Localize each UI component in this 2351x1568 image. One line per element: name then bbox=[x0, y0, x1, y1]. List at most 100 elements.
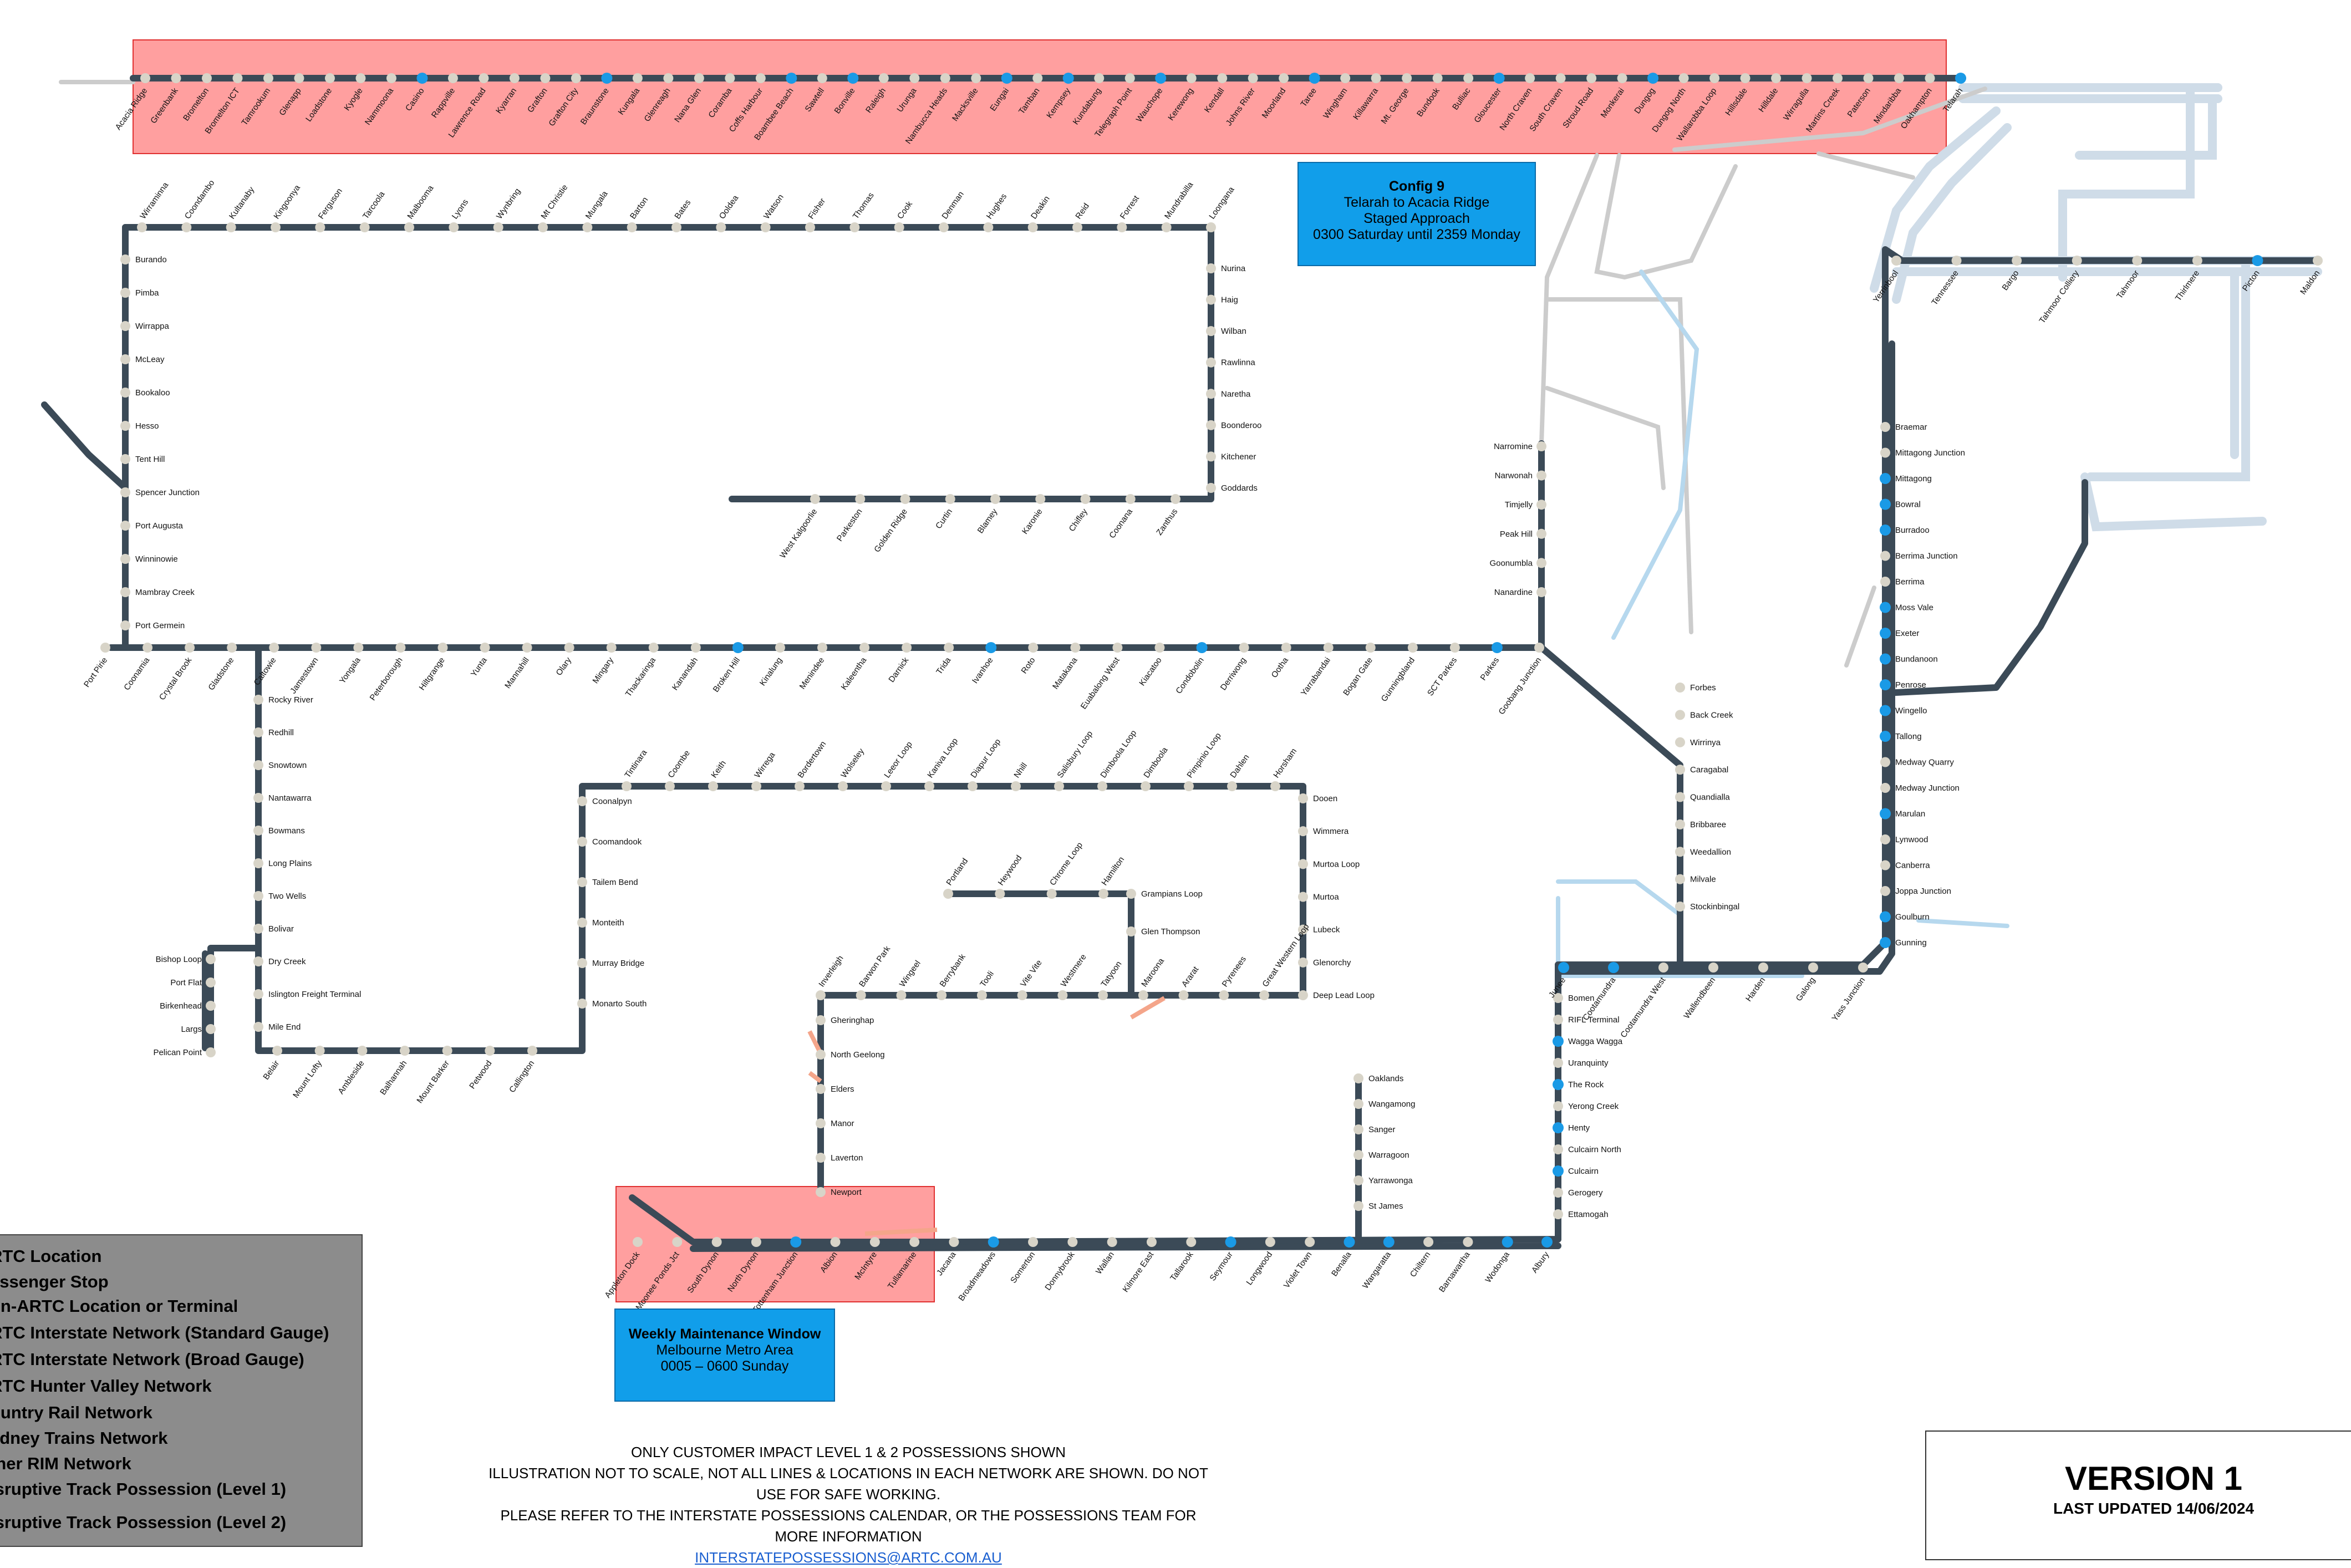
station-label: Yerong Creek bbox=[1568, 1102, 1619, 1111]
station-label: Tintinara bbox=[623, 748, 649, 780]
station-label: Mambray Creek bbox=[135, 588, 195, 597]
station-label: West Kalgoorlie bbox=[778, 507, 819, 561]
station-marker bbox=[1298, 859, 1308, 869]
station-marker bbox=[120, 587, 130, 597]
station-label: Manor bbox=[831, 1119, 854, 1128]
station-label: Petwood bbox=[467, 1059, 493, 1091]
station-label: Leeor Loop bbox=[882, 740, 914, 780]
station-marker bbox=[816, 1118, 826, 1128]
station-marker bbox=[1186, 1237, 1197, 1247]
station-label: Kanandah bbox=[670, 656, 700, 693]
station-label: Wirrega bbox=[752, 750, 777, 780]
station-label: St James bbox=[1368, 1202, 1403, 1211]
station-marker bbox=[937, 990, 947, 1000]
station-marker bbox=[1206, 357, 1216, 368]
station-label: Gunningbland bbox=[1380, 656, 1417, 704]
station-marker bbox=[847, 73, 859, 84]
station-label: Pyrenees bbox=[1220, 955, 1248, 989]
station-marker bbox=[1298, 892, 1308, 902]
station-label: Yunta bbox=[469, 655, 489, 679]
station-marker bbox=[2132, 256, 2143, 266]
station-label: Weedallion bbox=[1690, 847, 1731, 857]
legend-item: ydney Trains Network bbox=[0, 1428, 168, 1448]
station-marker bbox=[1675, 683, 1685, 693]
station-label: Bates bbox=[673, 198, 693, 221]
station-label: Bundanoon bbox=[1895, 655, 1938, 664]
station-label: Boonderoo bbox=[1221, 421, 1261, 430]
station-marker bbox=[1709, 73, 1720, 83]
station-label: Lubeck bbox=[1313, 925, 1340, 935]
station-label: Murray Bridge bbox=[592, 959, 644, 968]
station-marker bbox=[1248, 73, 1258, 83]
station-marker bbox=[751, 1237, 761, 1247]
email-link[interactable]: INTERSTATEPOSSESSIONS@ARTC.COM.AU bbox=[695, 1549, 1002, 1566]
station-label: Dahlen bbox=[1228, 753, 1251, 780]
station-marker bbox=[227, 643, 237, 653]
station-marker bbox=[1027, 222, 1038, 232]
station-label: Yarrawonga bbox=[1368, 1176, 1413, 1185]
station-marker bbox=[1225, 1236, 1236, 1248]
station-label: Narromine bbox=[1494, 442, 1533, 451]
station-marker bbox=[1880, 834, 1890, 844]
station-marker bbox=[120, 521, 130, 531]
station-label: Harden bbox=[1744, 976, 1767, 1004]
broad-gauge-network bbox=[807, 996, 1166, 1236]
station-label: Loongana bbox=[1207, 185, 1236, 221]
station-label: Euabalong West bbox=[1079, 655, 1122, 711]
station-marker bbox=[1344, 1236, 1355, 1248]
station-label: Barwon Park bbox=[857, 944, 892, 989]
station-marker bbox=[253, 727, 263, 737]
station-marker bbox=[1407, 643, 1418, 653]
station-marker bbox=[1305, 1237, 1315, 1247]
station-label: Westmere bbox=[1059, 953, 1088, 989]
station-label: Goddards bbox=[1221, 483, 1258, 493]
station-marker bbox=[1675, 902, 1685, 912]
station-marker bbox=[1353, 1150, 1363, 1160]
station-marker bbox=[1491, 642, 1503, 653]
station-marker bbox=[1541, 1236, 1553, 1248]
station-label: Braemar bbox=[1895, 422, 1927, 432]
station-marker bbox=[120, 388, 130, 398]
station-label: Wingeel bbox=[898, 959, 923, 989]
station-marker bbox=[1880, 705, 1891, 716]
station-marker bbox=[1675, 710, 1685, 720]
station-marker bbox=[1880, 757, 1890, 767]
station-marker bbox=[1298, 793, 1308, 803]
station-marker bbox=[1298, 957, 1308, 968]
station-label: Kiacatoo bbox=[1137, 656, 1163, 688]
station-label: Back Creek bbox=[1690, 710, 1733, 720]
station-marker bbox=[1054, 781, 1064, 791]
station-marker bbox=[1098, 889, 1108, 899]
station-marker bbox=[1771, 73, 1782, 83]
station-marker bbox=[838, 781, 848, 791]
station-marker bbox=[665, 781, 675, 791]
station-label: Hiltgrange bbox=[418, 656, 447, 693]
station-marker bbox=[755, 73, 766, 83]
station-label: Yass Junction bbox=[1830, 976, 1867, 1023]
last-updated: LAST UPDATED 14/06/2024 bbox=[2053, 1500, 2255, 1517]
station-marker bbox=[400, 1046, 410, 1056]
station-marker bbox=[493, 222, 503, 232]
station-marker bbox=[1553, 1101, 1563, 1111]
station-label: Lyons bbox=[450, 197, 471, 221]
station-label: Mile End bbox=[268, 1022, 301, 1032]
artc-interstate-network bbox=[41, 75, 2321, 1252]
station-marker bbox=[1117, 222, 1127, 232]
station-marker bbox=[577, 999, 587, 1009]
station-label: Gerogery bbox=[1568, 1188, 1603, 1198]
station-marker bbox=[795, 781, 805, 791]
station-marker bbox=[1675, 847, 1685, 857]
legend: RTC Location assenger Stop on-ARTC Locat… bbox=[0, 1234, 363, 1547]
station-marker bbox=[1138, 990, 1148, 1000]
station-marker bbox=[816, 990, 826, 1000]
station-label: Pelican Point bbox=[153, 1048, 202, 1057]
legend-item: RTC Interstate Network (Broad Gauge) bbox=[0, 1350, 304, 1369]
station-marker bbox=[1880, 422, 1890, 432]
station-marker bbox=[968, 781, 978, 791]
station-marker bbox=[1227, 781, 1237, 791]
station-label: Wilban bbox=[1221, 327, 1246, 336]
station-marker bbox=[1171, 494, 1180, 504]
legend-item: RTC Interstate Network (Standard Gauge) bbox=[0, 1323, 329, 1342]
station-marker bbox=[816, 1015, 826, 1025]
station-marker bbox=[1259, 990, 1269, 1000]
